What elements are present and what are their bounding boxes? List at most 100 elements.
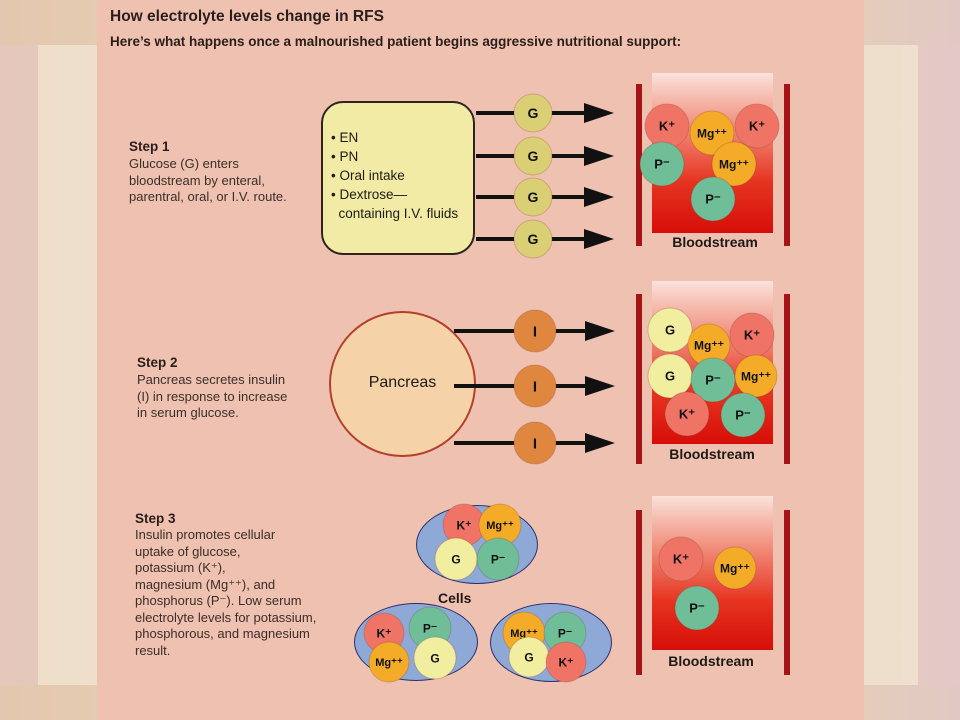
ion-label: G xyxy=(528,148,539,164)
step-text-line: uptake of glucose, xyxy=(135,543,241,559)
ion-label: Mg⁺⁺ xyxy=(694,338,724,352)
ion-g xyxy=(647,307,693,353)
step-text-line: in serum glucose. xyxy=(137,405,239,420)
ion-g xyxy=(413,636,457,680)
ion-label: Mg⁺⁺ xyxy=(697,126,727,140)
ion-k xyxy=(658,536,704,582)
source-item: • PN xyxy=(331,149,359,164)
ion-label: Mg⁺⁺ xyxy=(719,157,749,171)
ion-p xyxy=(690,176,736,222)
source-item: • Dextrose— xyxy=(331,187,407,202)
ion-label: K⁺ xyxy=(749,119,765,134)
nutrition-source-list: • EN • PN • Oral intake • Dextrose— cont… xyxy=(331,128,458,223)
ion-g xyxy=(513,136,553,176)
ion-p xyxy=(639,141,685,187)
bloodstream-rail xyxy=(784,84,790,246)
ion-label: P⁻ xyxy=(689,601,705,616)
arrow-head xyxy=(585,321,615,341)
ion-label: P⁻ xyxy=(491,552,505,566)
ion-label: Mg⁺⁺ xyxy=(486,520,514,532)
cells-label: Cells xyxy=(438,590,472,606)
step-2-text: Pancreas secretes insulin (I) in respons… xyxy=(137,372,287,422)
ion-g xyxy=(513,219,553,259)
ion-label: K⁺ xyxy=(673,552,689,567)
ion-label: K⁺ xyxy=(659,119,675,134)
ion-i xyxy=(513,364,557,408)
source-item: • Oral intake xyxy=(331,168,405,183)
step-2-heading: Step 2 xyxy=(137,355,178,370)
pancreas-label: Pancreas xyxy=(368,374,437,391)
ion-mg xyxy=(711,141,757,187)
ion-k xyxy=(734,103,780,149)
ion-label: I xyxy=(533,323,537,340)
step-text-line: Insulin promotes cellular xyxy=(135,527,276,542)
ion-label: G xyxy=(430,651,439,665)
step-text-line: potassium (K⁺), xyxy=(135,560,226,575)
ion-label: P⁻ xyxy=(705,373,721,388)
step-3-text: Insulin promotes cellular uptake of gluc… xyxy=(135,527,316,659)
arrow-head xyxy=(585,433,615,453)
step-3-heading: Step 3 xyxy=(135,511,176,526)
ion-label: I xyxy=(533,378,537,395)
ion-label: P⁻ xyxy=(558,626,572,640)
step-text-line: phosphorus (P⁻). Low serum xyxy=(135,593,302,608)
ion-label: G xyxy=(524,650,533,664)
bloodstream-rail xyxy=(784,294,790,464)
source-item: containing I.V. fluids xyxy=(331,206,459,221)
bloodstream-label: Bloodstream xyxy=(669,446,755,462)
step-text-line: Glucose (G) enters xyxy=(129,156,239,171)
ion-label: Mg⁺⁺ xyxy=(375,657,403,669)
step-1-heading: Step 1 xyxy=(129,139,170,154)
bloodstream-rail xyxy=(636,84,642,246)
bloodstream-rail xyxy=(636,510,642,675)
arrow-head xyxy=(584,187,614,207)
ion-label: G xyxy=(528,105,539,121)
arrow-head xyxy=(584,103,614,123)
ion-label: K⁺ xyxy=(559,655,574,669)
ion-label: K⁺ xyxy=(377,626,392,640)
ion-g xyxy=(513,93,553,133)
ion-label: I xyxy=(533,435,537,452)
arrow-head xyxy=(584,229,614,249)
ion-p xyxy=(720,392,766,438)
ion-label: Mg⁺⁺ xyxy=(741,369,771,383)
ion-k xyxy=(664,391,710,437)
ion-label: G xyxy=(528,189,539,205)
figure-title: How electrolyte levels change in RFS xyxy=(110,8,384,25)
ion-i xyxy=(513,421,557,465)
step-text-line: Pancreas secretes insulin xyxy=(137,372,286,387)
bloodstream-rail xyxy=(784,510,790,675)
ion-label: P⁻ xyxy=(735,408,751,423)
ion-label: G xyxy=(665,323,675,338)
ion-i xyxy=(513,309,557,353)
arrow-head xyxy=(585,376,615,396)
figure-subtitle: Here’s what happens once a malnourished … xyxy=(110,34,682,49)
ion-mg xyxy=(734,354,778,398)
ion-mg xyxy=(368,641,410,683)
step-text-line: bloodstream by enteral, xyxy=(129,172,265,188)
step-text-line: electrolyte levels for potassium, xyxy=(135,609,317,625)
bloodstream-rail xyxy=(636,294,642,464)
ion-label: G xyxy=(528,231,539,247)
bloodstream-label: Bloodstream xyxy=(672,234,758,250)
ion-mg xyxy=(689,110,735,156)
step-1-text: Glucose (G) enters bloodstream by entera… xyxy=(129,156,287,206)
ion-p xyxy=(476,537,520,581)
ion-label: Mg⁺⁺ xyxy=(720,561,750,575)
ion-k xyxy=(545,641,587,683)
source-item: • EN xyxy=(331,130,359,145)
ion-label: G xyxy=(451,552,460,566)
nutrition-source-box xyxy=(321,101,475,255)
bloodstream-label: Bloodstream xyxy=(668,653,754,669)
arrow-head xyxy=(584,146,614,166)
ion-g xyxy=(513,177,553,217)
ion-p xyxy=(690,357,736,403)
ion-label: K⁺ xyxy=(457,518,472,532)
ion-label: P⁻ xyxy=(705,192,721,207)
step-text-line: (I) in response to increase xyxy=(137,388,288,404)
ion-label: P⁻ xyxy=(654,157,670,172)
step-text-line: phosphorous, and magnesium xyxy=(135,626,310,641)
step-text-line: parentral, oral, or I.V. route. xyxy=(129,189,287,204)
ion-label: G xyxy=(665,369,675,384)
